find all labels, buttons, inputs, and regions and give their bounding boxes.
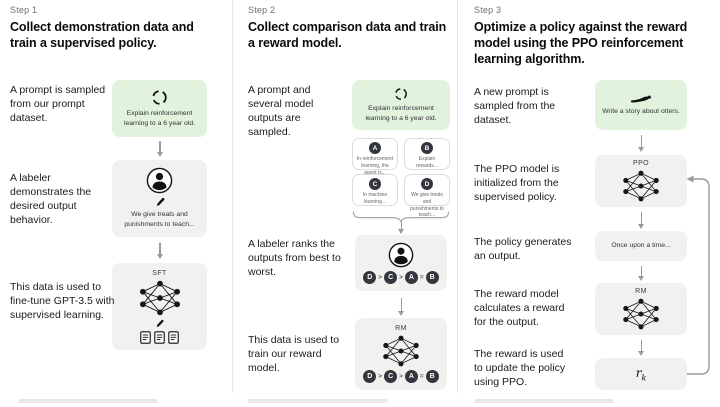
prompt-text: Write a story about otters. (602, 107, 680, 115)
reward-value-box: rk (595, 358, 687, 390)
rank-separator: = (419, 373, 424, 380)
model-output-b: B Explain rewards... (404, 138, 450, 170)
rank-item: A (404, 370, 418, 383)
otter-icon (630, 94, 653, 104)
step2-label: Step 2 (248, 5, 276, 15)
labeler-box: We give treats and punishments to teach.… (112, 160, 207, 237)
output-text: Explain rewards... (416, 156, 438, 169)
rank-item: B (425, 370, 439, 383)
step3-title: Optimize a policy against the reward mod… (474, 20, 688, 66)
reward-variable: rk (635, 365, 647, 383)
pencil-icon (155, 319, 164, 328)
rm-label: RM (395, 325, 407, 332)
rank-item: C (384, 271, 398, 284)
step1-title: Collect demonstration data and train a s… (10, 20, 194, 50)
labeler-ranking-box: D > C > A = B (355, 235, 447, 291)
cropped-next-row-box (248, 399, 388, 403)
step3-label: Step 3 (474, 5, 502, 15)
arrow-down-icon (640, 135, 642, 148)
step2-caption-train: This data is used to train our reward mo… (248, 334, 340, 374)
rank-separator: = (419, 274, 424, 281)
model-output-d: D We give treats and punishments to teac… (404, 174, 450, 218)
output-text: In machine learning... (362, 192, 388, 205)
labeler-person-icon (388, 242, 414, 268)
model-output-a: A In reinforcement learning, the agent i… (352, 138, 398, 176)
arrow-down-icon (640, 340, 642, 352)
step1-label: Step 1 (10, 5, 38, 15)
rank-separator: > (399, 274, 403, 281)
prompt-box: Explain reinforcement learning to a 6 ye… (352, 80, 450, 130)
neural-network-icon (138, 280, 182, 316)
ppo-label: PPO (633, 160, 649, 167)
arrow-down-icon (640, 212, 642, 225)
labeler-person-icon (146, 167, 173, 194)
model-output-c: C In machine learning... (352, 174, 398, 206)
sampling-loop-icon (151, 89, 168, 106)
rank-separator: > (378, 373, 383, 380)
output-letter-badge: C (369, 178, 381, 190)
step2-caption-prompt: A prompt and several model outputs are s… (248, 84, 314, 138)
step2-title: Collect comparison data and train a rewa… (248, 20, 447, 50)
neural-network-icon (621, 170, 661, 202)
step1-caption-finetune: This data is used to fine-tune GPT-3.5 w… (10, 281, 115, 321)
generated-output-box: Once upon a time... (595, 231, 687, 261)
arrow-down-icon (400, 222, 402, 230)
sampling-loop-icon (394, 87, 408, 101)
documents-icon (140, 330, 179, 344)
sft-model-box: SFT (112, 263, 207, 350)
arrow-down-icon (159, 243, 161, 255)
sft-label: SFT (152, 269, 167, 277)
rank-item: D (363, 271, 377, 284)
rank-separator: > (378, 274, 383, 281)
prompt-box: Write a story about otters. (595, 80, 687, 130)
rank-separator: > (399, 373, 403, 380)
step3-caption-reward: The reward model calculates a reward for… (474, 288, 565, 328)
column-divider (457, 0, 458, 393)
rank-item: C (384, 370, 398, 383)
rm-model-box: RM D > (355, 318, 447, 390)
step1-caption-prompt: A prompt is sampled from our prompt data… (10, 84, 106, 124)
ranking: D > C > A = B (363, 370, 439, 383)
demonstration-text: We give treats and punishments to teach.… (124, 211, 195, 228)
neural-network-icon (621, 298, 661, 330)
prompt-box: Explain reinforcement learning to a 6 ye… (112, 80, 207, 137)
rm-model-box: RM (595, 283, 687, 335)
arrow-down-icon (400, 298, 402, 312)
pencil-icon (155, 197, 165, 207)
step3-caption-init: The PPO model is initialized from the su… (474, 163, 560, 203)
step3-caption-update: The reward is used to update the policy … (474, 348, 566, 388)
neural-network-icon (381, 335, 421, 367)
generated-output-text: Once upon a time... (611, 242, 671, 250)
arrow-down-icon (159, 141, 161, 153)
step3-caption-output: The policy generates an output. (474, 236, 572, 262)
step3-caption-prompt: A new prompt is sampled from the dataset… (474, 86, 556, 126)
cropped-next-row-box (474, 399, 614, 403)
prompt-text: Explain reinforcement learning to a 6 ye… (123, 109, 196, 127)
step2-caption-rank: A labeler ranks the outputs from best to… (248, 238, 341, 278)
output-letter-badge: A (369, 142, 381, 154)
rank-item: A (404, 271, 418, 284)
prompt-text: Explain reinforcement learning to a 6 ye… (365, 104, 437, 122)
ranking: D > C > A = B (363, 271, 439, 284)
step1-caption-labeler: A labeler demonstrates the desired outpu… (10, 172, 92, 226)
rm-label: RM (635, 288, 647, 295)
feedback-loop-arrow-icon (686, 175, 710, 375)
rank-item: B (425, 271, 439, 284)
output-letter-badge: B (421, 142, 433, 154)
cropped-next-row-box (18, 399, 158, 403)
rank-item: D (363, 370, 377, 383)
output-letter-badge: D (421, 178, 433, 190)
ppo-model-box: PPO (595, 155, 687, 207)
column-divider (232, 0, 233, 393)
output-text: We give treats and punishments to teach.… (410, 192, 444, 219)
output-text: In reinforcement learning, the agent is.… (356, 156, 394, 176)
arrow-down-icon (640, 266, 642, 277)
